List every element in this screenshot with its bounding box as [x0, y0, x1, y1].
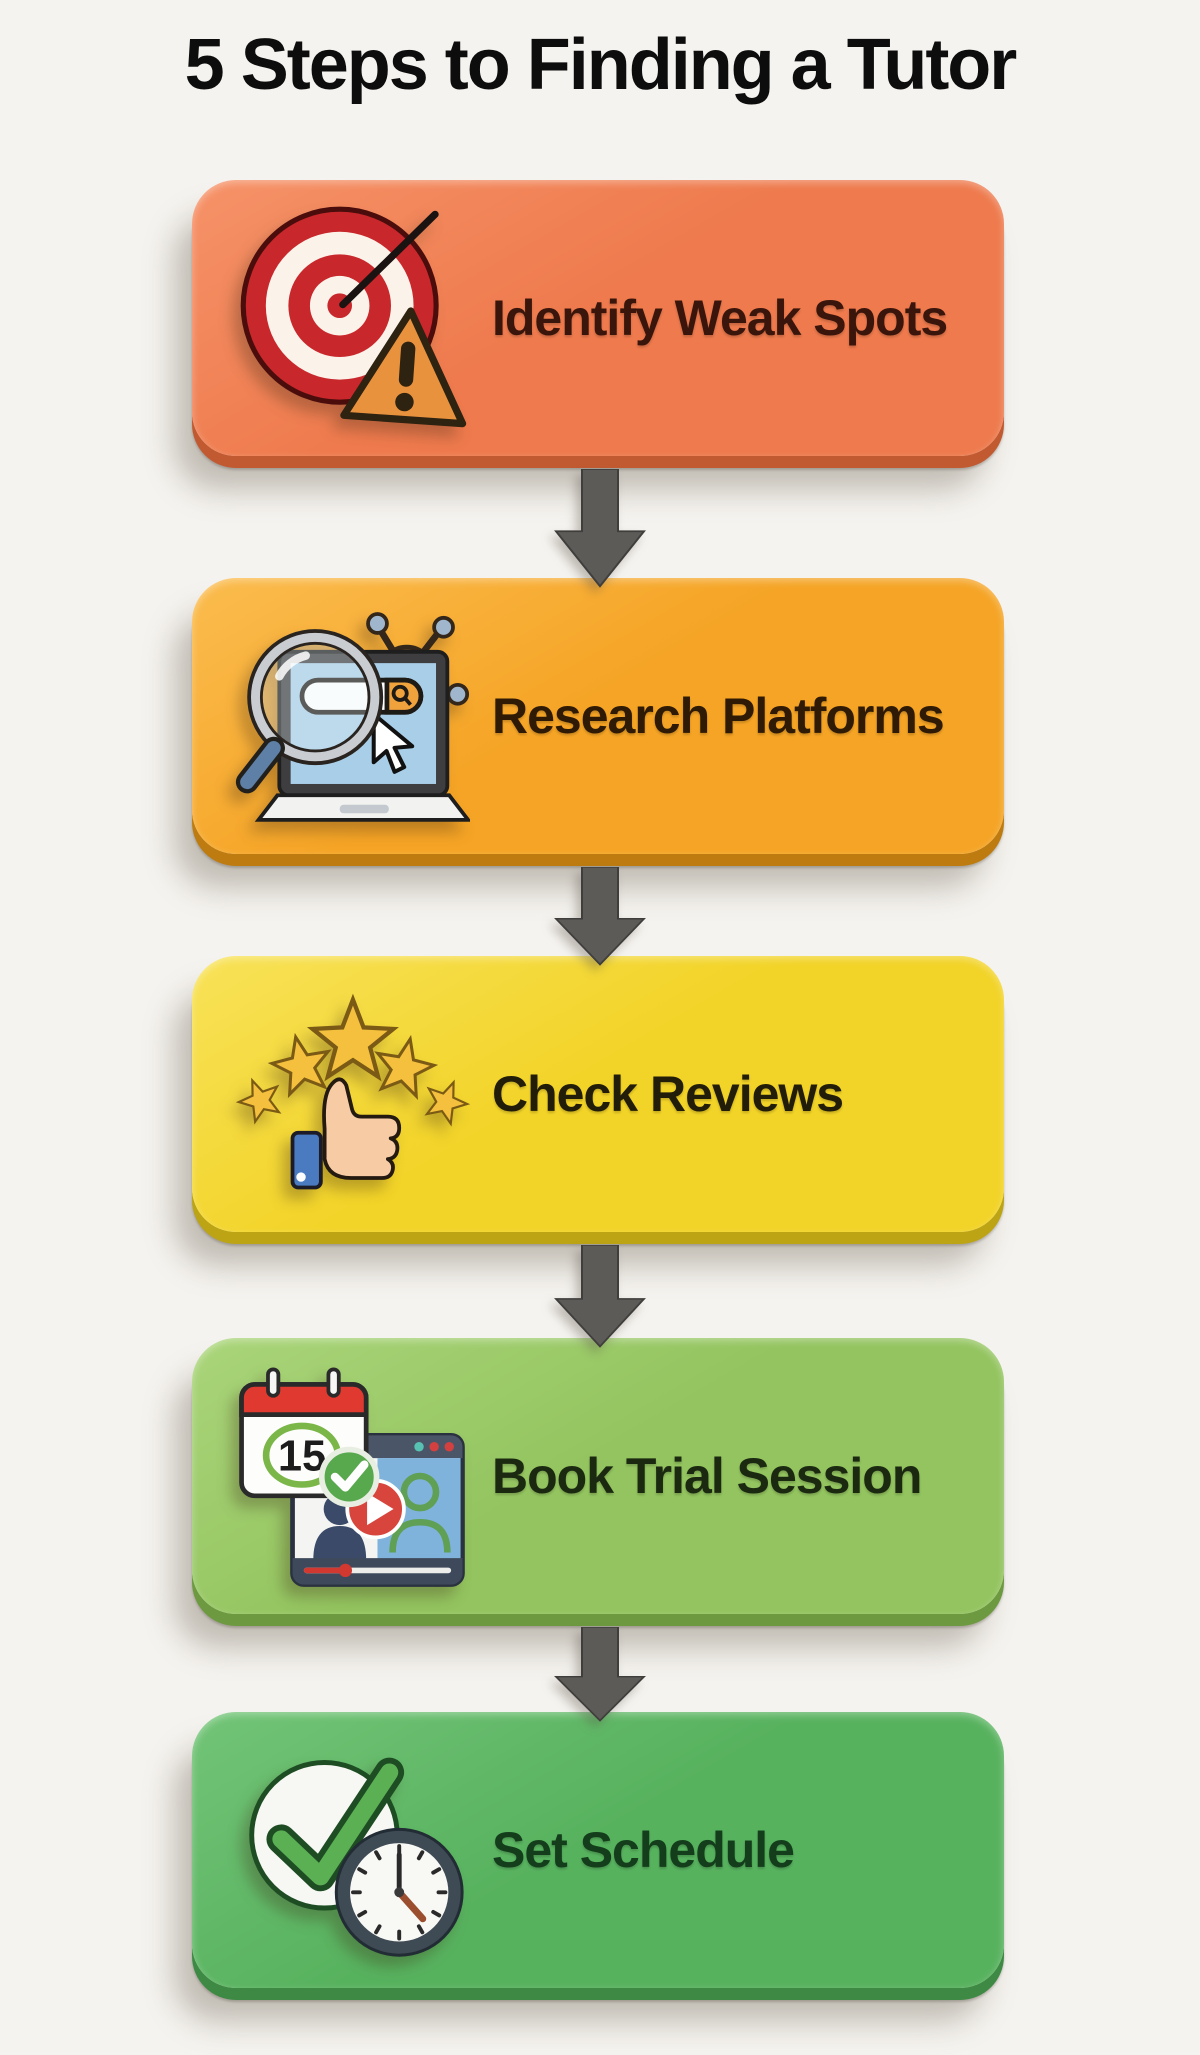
step-label: Identify Weak Spots [492, 290, 948, 346]
down-arrow-icon [545, 867, 655, 966]
check-clock-icon [234, 1732, 470, 1968]
step-label: Research Platforms [492, 688, 945, 744]
down-arrow-icon [545, 1627, 655, 1722]
step-card-3-check-reviews: Check Reviews [192, 956, 1004, 1232]
five-stars-thumbs-up-icon [234, 976, 470, 1212]
down-arrow-icon [545, 469, 655, 588]
step-label: Book Trial Session [492, 1448, 922, 1504]
step-card-5-set-schedule: Set Schedule [192, 1712, 1004, 1988]
page-title: 5 Steps to Finding a Tutor [184, 25, 1018, 105]
down-arrow-icon [545, 1245, 655, 1348]
step-card-2-research-platforms: Research Platforms [192, 578, 1004, 854]
target-warning-icon [234, 200, 470, 436]
step-label: Check Reviews [492, 1066, 844, 1122]
step-card-1-identify-weak-spots: Identify Weak Spots [192, 180, 1004, 456]
step-card-4-book-trial-session: 15 Book Trial Session [192, 1338, 1004, 1614]
step-label: Set Schedule [492, 1822, 795, 1878]
laptop-search-icon [234, 598, 470, 834]
svg-text:15: 15 [278, 1432, 326, 1480]
calendar-video-call-icon: 15 [234, 1358, 470, 1594]
